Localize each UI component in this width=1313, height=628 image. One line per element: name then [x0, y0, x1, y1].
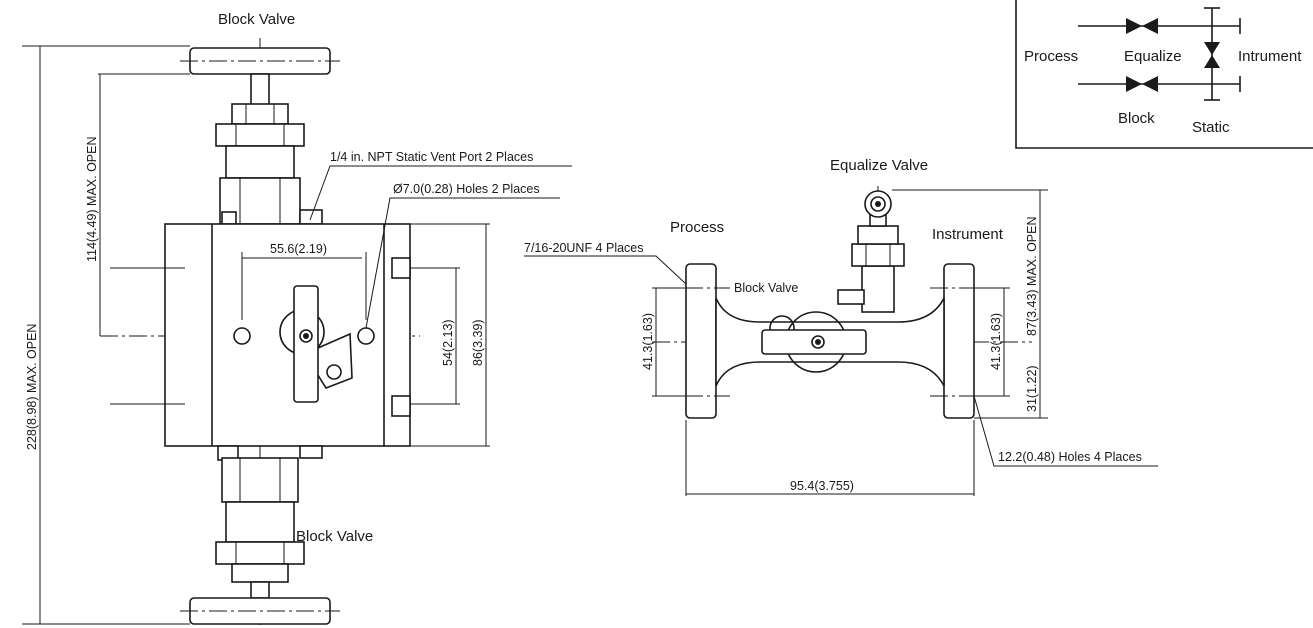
dim-overall-width: 95.4(3.755) [790, 479, 854, 493]
block-valve-symbol-top [1126, 18, 1158, 34]
side-view: 95.4(3.755) 41.3(1.63) 41.3(1.63) 87(3.4… [524, 157, 1158, 496]
mounting-hole-left [233, 327, 251, 345]
schematic-frame [1015, 0, 1313, 149]
bottom-block-valve-label: Block Valve [296, 528, 373, 545]
schematic-process: Process [1024, 48, 1078, 65]
block-valve-handle [761, 329, 867, 355]
dim-side-holes: 12.2(0.48) Holes 4 Places [998, 450, 1142, 464]
schematic-static: Static [1192, 119, 1230, 136]
schematic-instrument: Intrument [1238, 48, 1302, 65]
schematic: Process Equalize Intrument Block Static [1015, 0, 1313, 149]
manifold-body [164, 223, 411, 447]
dim-left-flange: 41.3(1.63) [641, 313, 655, 370]
dim-equalize-height: 87(3.43) MAX. OPEN [1025, 217, 1039, 337]
front-view: 228(8.98) MAX. OPEN 114(4.49) MAX. OPEN … [22, 11, 572, 625]
top-block-valve-label: Block Valve [218, 11, 295, 28]
dim-hole-spacing: 55.6(2.19) [270, 242, 327, 256]
dim-body-height: 86(3.39) [471, 319, 485, 366]
left-flange [685, 263, 717, 419]
side-process-label: Process [670, 219, 724, 236]
side-block-valve-label: Block Valve [734, 281, 798, 295]
side-instrument-label: Instrument [932, 226, 1004, 243]
dim-right-flange: 41.3(1.63) [989, 313, 1003, 370]
dim-overall-height: 228(8.98) MAX. OPEN [25, 324, 39, 450]
dim-port-spacing: 54(2.13) [441, 319, 455, 366]
side-equalize-valve-label: Equalize Valve [830, 157, 928, 174]
dim-holes-front: Ø7.0(0.28) Holes 2 Places [393, 182, 540, 196]
dim-half-height: 114(4.49) MAX. OPEN [85, 136, 99, 262]
dim-vent-port: 1/4 in. NPT Static Vent Port 2 Places [330, 150, 533, 164]
right-flange [943, 263, 975, 419]
dim-flange-bolts: 7/16-20UNF 4 Places [524, 241, 644, 255]
block-valve-symbol-bottom [1126, 76, 1158, 92]
schematic-block: Block [1118, 110, 1155, 127]
equalize-valve-symbol [1204, 42, 1220, 68]
equalize-handle [293, 285, 319, 403]
schematic-equalize: Equalize [1124, 48, 1182, 65]
dim-lower-height: 31(1.22) [1025, 365, 1039, 412]
